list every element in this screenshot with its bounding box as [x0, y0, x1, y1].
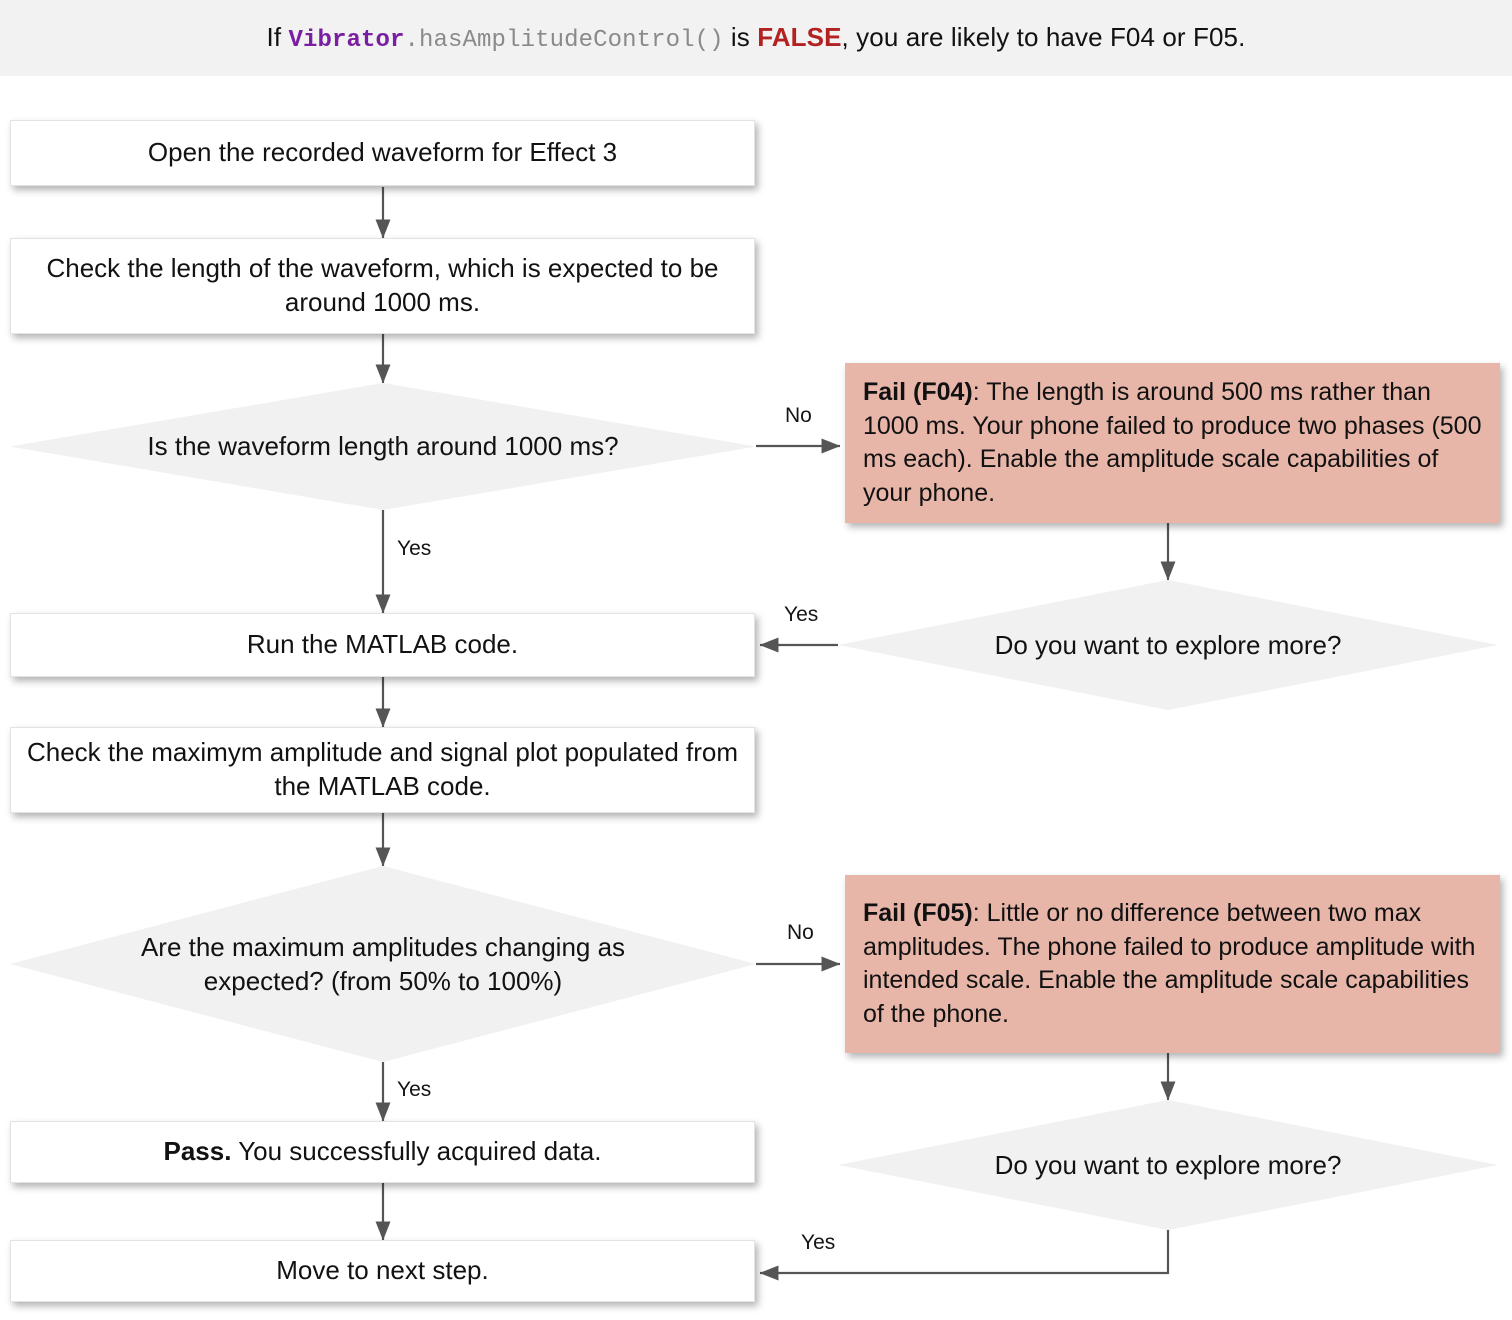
header-statement: If Vibrator.hasAmplitudeControl() is FAL…	[267, 22, 1246, 54]
decision-explore-more-top-label: Do you want to explore more?	[994, 629, 1342, 660]
node-check-amplitude[interactable]: Check the maximym amplitude and signal p…	[10, 727, 755, 813]
node-fail-f04-text: Fail (F04): The length is around 500 ms …	[863, 376, 1482, 510]
header-false-keyword: FALSE	[757, 22, 842, 52]
node-pass-body: You successfully acquired data.	[231, 1136, 602, 1167]
edge-label-yes-length: Yes	[397, 537, 432, 560]
node-fail-f04-body: : The length is around 500 ms rather tha…	[863, 378, 1482, 507]
node-run-matlab-label: Run the MATLAB code.	[246, 629, 519, 660]
edge-label-no-length: No	[785, 404, 812, 427]
node-check-amplitude-label: Check the maximym amplitude and signal p…	[26, 737, 739, 801]
header-prefix: If	[266, 22, 289, 52]
node-move-next-label: Move to next step.	[276, 1255, 489, 1286]
node-fail-f05-text: Fail (F05): Little or no difference betw…	[863, 897, 1482, 1031]
decision-explore-more-bottom-label: Do you want to explore more?	[994, 1149, 1342, 1180]
decision-waveform-length[interactable]: Is the waveform length around 1000 ms?	[10, 383, 756, 510]
node-run-matlab[interactable]: Run the MATLAB code.	[10, 613, 755, 677]
header-class-name: Vibrator	[288, 27, 405, 54]
node-move-next[interactable]: Move to next step.	[10, 1240, 755, 1302]
node-fail-f05[interactable]: Fail (F05): Little or no difference betw…	[845, 875, 1500, 1053]
edge-label-yes-amplitude: Yes	[397, 1078, 432, 1101]
edge-label-yes-explore-bottom: Yes	[801, 1231, 836, 1254]
decision-explore-more-bottom[interactable]: Do you want to explore more?	[838, 1100, 1498, 1230]
node-open-waveform-label: Open the recorded waveform for Effect 3	[147, 137, 618, 168]
node-pass-label: Pass.	[163, 1136, 232, 1167]
header-banner: If Vibrator.hasAmplitudeControl() is FAL…	[0, 0, 1512, 76]
decision-amplitude-change-label: Are the maximum amplitudes changing as e…	[140, 931, 626, 996]
decision-waveform-length-label: Is the waveform length around 1000 ms?	[147, 431, 619, 462]
header-middle: is	[723, 22, 758, 52]
decision-amplitude-change[interactable]: Are the maximum amplitudes changing as e…	[10, 866, 756, 1062]
header-suffix: , you are likely to have F04 or F05.	[841, 22, 1246, 52]
node-pass[interactable]: Pass. You successfully acquired data.	[10, 1121, 755, 1183]
node-pass-text: Pass. You successfully acquired data.	[164, 1135, 602, 1169]
edge-label-yes-explore-top: Yes	[784, 603, 819, 626]
node-fail-f05-label: Fail (F05)	[863, 899, 973, 927]
node-check-length-label: Check the length of the waveform, which …	[46, 253, 719, 317]
node-check-length[interactable]: Check the length of the waveform, which …	[10, 238, 755, 334]
node-fail-f05-body: : Little or no difference between two ma…	[863, 899, 1476, 1028]
edge-label-no-amplitude: No	[787, 921, 814, 944]
header-method-name: .hasAmplitudeControl()	[404, 27, 724, 54]
decision-explore-more-top[interactable]: Do you want to explore more?	[838, 580, 1498, 710]
node-fail-f04-label: Fail (F04)	[863, 378, 973, 406]
node-fail-f04[interactable]: Fail (F04): The length is around 500 ms …	[845, 363, 1500, 523]
node-open-waveform[interactable]: Open the recorded waveform for Effect 3	[10, 120, 755, 186]
